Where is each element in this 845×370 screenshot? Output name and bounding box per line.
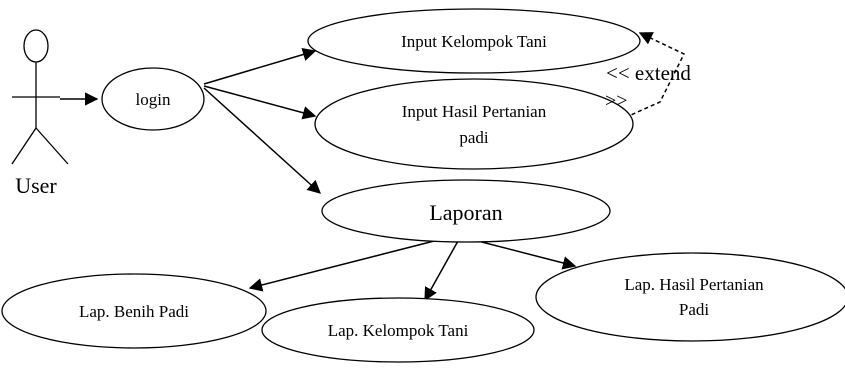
use-case-lap-hasil-pertanian-ellipse	[535, 252, 845, 342]
edge-laporan-benih	[248, 238, 443, 292]
use-case-login: login	[101, 67, 205, 131]
use-case-input-kelompok-tani-label: Input Kelompok Tani	[401, 32, 547, 51]
use-case-lap-kelompok-tani-label: Lap. Kelompok Tani	[328, 321, 469, 340]
extend-label: << extend	[606, 61, 691, 85]
extend-close-label: >>	[605, 90, 628, 112]
use-case-lap-hasil-pertanian: Lap. Hasil Pertanian Padi	[535, 252, 845, 342]
edge-laporan-kelompok	[424, 240, 459, 302]
use-case-lap-hasil-line1: Lap. Hasil Pertanian	[624, 275, 764, 294]
use-case-laporan-label: Laporan	[429, 200, 502, 225]
use-case-laporan: Laporan	[321, 179, 611, 243]
use-case-input-hasil-pertanian-ellipse	[314, 78, 634, 170]
use-case-lap-benih-padi-ellipse	[1, 273, 267, 349]
edge-login-laporan	[203, 87, 322, 194]
use-case-input-kelompok-tani: Input Kelompok Tani	[307, 8, 641, 74]
use-case-login-label: login	[136, 90, 171, 109]
edge-extend-dashed	[605, 32, 686, 127]
user-actor: User	[11, 29, 69, 198]
edge-login-input-hasil	[203, 85, 317, 120]
actor-label: User	[15, 173, 57, 198]
use-case-input-hasil-line1: Input Hasil Pertanian	[402, 102, 547, 121]
use-case-login-ellipse	[101, 67, 205, 131]
use-case-lap-hasil-line2: Padi	[679, 300, 710, 319]
edge-login-input-kelompok	[203, 47, 317, 85]
use-case-input-hasil-line2: padi	[459, 128, 489, 147]
use-case-laporan-ellipse	[321, 179, 611, 243]
use-case-lap-benih-padi: Lap. Benih Padi	[1, 273, 267, 349]
use-case-input-kelompok-tani-ellipse	[307, 8, 641, 74]
use-case-lap-benih-padi-label: Lap. Benih Padi	[79, 302, 189, 321]
actor-left-leg	[11, 127, 37, 165]
use-case-lap-kelompok-tani-ellipse	[261, 297, 535, 363]
actor-right-leg	[35, 127, 69, 165]
edge-laporan-hasil	[469, 238, 577, 270]
use-case-input-hasil-pertanian: Input Hasil Pertanian padi	[314, 78, 634, 170]
actor-head	[23, 29, 49, 63]
use-case-lap-kelompok-tani: Lap. Kelompok Tani	[261, 297, 535, 363]
